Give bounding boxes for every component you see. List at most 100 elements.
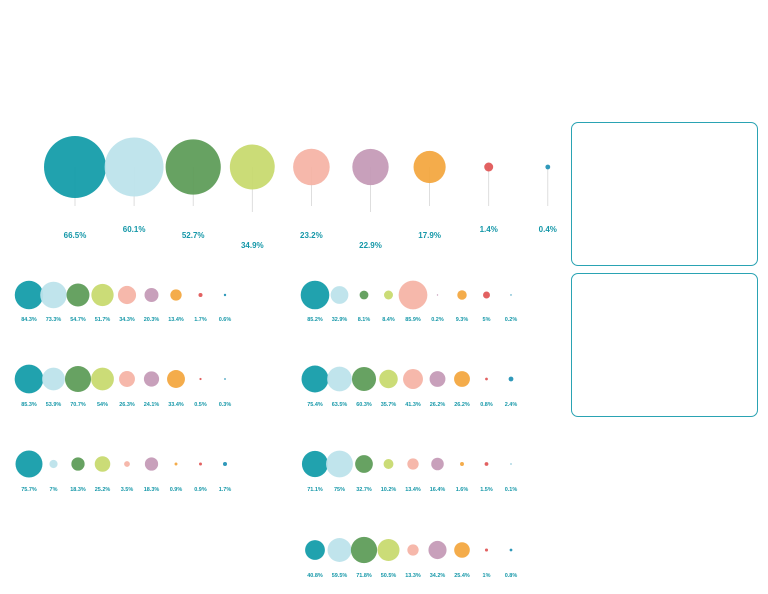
- bubble-mark: [119, 371, 135, 387]
- bubble-mark: [293, 148, 330, 186]
- bubble-value-label: 84.3%: [21, 317, 37, 323]
- bubble-mark: [199, 462, 202, 466]
- bubble-value-label: 0.2%: [431, 317, 444, 323]
- bubble-value-label: 73.3%: [46, 317, 62, 323]
- bubble-mark: [454, 371, 470, 387]
- bubble-mark: [398, 280, 428, 310]
- bubble-value-label: 23.2%: [300, 231, 323, 240]
- bubble-value-label: 60.1%: [123, 225, 146, 234]
- bubble-value-label: 0.2%: [505, 317, 518, 323]
- bubble-mark: [403, 369, 423, 389]
- bubble-mark: [359, 290, 369, 300]
- bubble-mark: [91, 367, 114, 391]
- bubble-mark: [15, 450, 43, 478]
- bubble-value-label: 1.7%: [194, 317, 207, 323]
- bubble-mark: [44, 136, 106, 198]
- bubble-value-label: 0.1%: [505, 487, 518, 493]
- bubble-value-label: 18.3%: [144, 487, 160, 493]
- bubble-mark: [71, 457, 85, 471]
- bubble-value-label: 26.2%: [454, 402, 470, 408]
- bubble-value-label: 33.4%: [168, 402, 184, 408]
- bubble-mark: [49, 459, 58, 469]
- bubble-value-label: 34.9%: [241, 241, 264, 250]
- bubble-chart-1: 66.5%60.1%52.7%34.9%23.2%22.9%17.9%1.4%0…: [44, 136, 557, 250]
- bubble-value-label: 3.5%: [121, 487, 134, 493]
- bubble-chart-2: 84.3%73.3%54.7%51.7%34.3%20.3%13.4%1.7%0…: [14, 280, 232, 323]
- bubble-mark: [384, 290, 393, 300]
- bubble-mark: [330, 286, 349, 304]
- bubble-value-label: 66.5%: [64, 231, 87, 240]
- bubble-mark: [174, 462, 178, 466]
- bubble-value-label: 2.4%: [505, 402, 518, 408]
- bubble-value-label: 13.4%: [168, 317, 184, 323]
- bubble-mark: [510, 463, 512, 465]
- bubble-value-label: 54.7%: [70, 317, 86, 323]
- bubble-mark: [355, 455, 373, 473]
- bubble-value-label: 71.8%: [356, 573, 372, 579]
- bubble-mark: [429, 371, 446, 387]
- bubble-mark: [199, 377, 202, 381]
- bubble-mark: [383, 459, 394, 469]
- bubble-mark: [198, 292, 203, 298]
- bubble-chart-3: 85.2%32.9%8.1%8.4%85.9%0.2%9.3%5%0.2%: [300, 280, 518, 323]
- bubble-value-label: 24.1%: [144, 402, 160, 408]
- bubble-value-label: 10.2%: [381, 487, 397, 493]
- bubble-mark: [508, 376, 514, 382]
- bubble-value-label: 52.7%: [182, 231, 205, 240]
- bubble-chart-6: 75.7%7%18.3%25.2%3.5%18.3%0.9%0.9%1.7%: [15, 450, 232, 493]
- bubble-mark: [222, 461, 228, 467]
- bubble-value-label: 40.8%: [307, 573, 323, 579]
- bubble-mark: [327, 538, 352, 562]
- bubble-mark: [454, 542, 470, 558]
- bubble-chart-7: 71.1%75%32.7%10.2%13.4%16.4%1.6%1.5%0.1%: [301, 450, 518, 493]
- bubble-value-label: 50.5%: [381, 573, 397, 579]
- bubble-value-label: 0.8%: [505, 573, 518, 579]
- bubble-value-label: 32.9%: [332, 317, 348, 323]
- bubble-value-label: 0.6%: [219, 317, 232, 323]
- bubble-value-label: 0.8%: [480, 402, 493, 408]
- bubble-mark: [379, 369, 398, 389]
- bubble-mark: [165, 139, 221, 195]
- bubble-mark: [42, 367, 65, 391]
- bubble-value-label: 20.3%: [144, 317, 160, 323]
- bubble-value-label: 0.5%: [194, 402, 207, 408]
- bubble-value-label: 71.1%: [307, 487, 323, 493]
- bubble-mark: [300, 280, 330, 310]
- bubble-mark: [428, 540, 447, 560]
- bubble-value-label: 34.2%: [430, 573, 446, 579]
- bubble-value-label: 1.7%: [219, 487, 232, 493]
- bubble-value-label: 13.4%: [405, 487, 421, 493]
- bubble-mark: [117, 285, 137, 305]
- bubble-mark: [484, 548, 489, 552]
- bubble-mark: [64, 365, 92, 393]
- bubble-value-label: 9.3%: [456, 317, 469, 323]
- bubble-mark: [327, 366, 352, 392]
- bubble-mark: [413, 150, 446, 184]
- bubble-mark: [229, 144, 275, 190]
- bubble-mark: [457, 290, 467, 300]
- bubble-mark: [305, 540, 325, 560]
- bubble-mark: [224, 378, 226, 380]
- side-panel-top: [571, 122, 758, 266]
- bubble-mark: [170, 289, 182, 301]
- bubble-mark: [350, 536, 378, 564]
- bubble-mark: [14, 280, 44, 310]
- bubble-value-label: 54%: [97, 402, 108, 408]
- bubble-mark: [91, 283, 114, 307]
- bubble-mark: [485, 377, 488, 381]
- bubble-value-label: 8.4%: [382, 317, 395, 323]
- bubble-mark: [301, 365, 329, 393]
- side-panel-bottom: [571, 273, 758, 417]
- bubble-value-label: 13.3%: [405, 573, 421, 579]
- bubble-value-label: 0.3%: [219, 402, 232, 408]
- bubble-mark: [351, 366, 377, 392]
- bubble-value-label: 25.4%: [454, 573, 470, 579]
- bubble-value-label: 26.2%: [430, 402, 446, 408]
- bubble-value-label: 85.9%: [405, 317, 421, 323]
- bubble-value-label: 16.4%: [430, 487, 446, 493]
- bubble-mark: [326, 450, 353, 478]
- bubble-chart-5: 75.4%63.5%60.3%35.7%41.3%26.2%26.2%0.8%2…: [301, 365, 518, 408]
- bubble-value-label: 7%: [50, 487, 58, 493]
- bubble-value-label: 1%: [483, 573, 491, 579]
